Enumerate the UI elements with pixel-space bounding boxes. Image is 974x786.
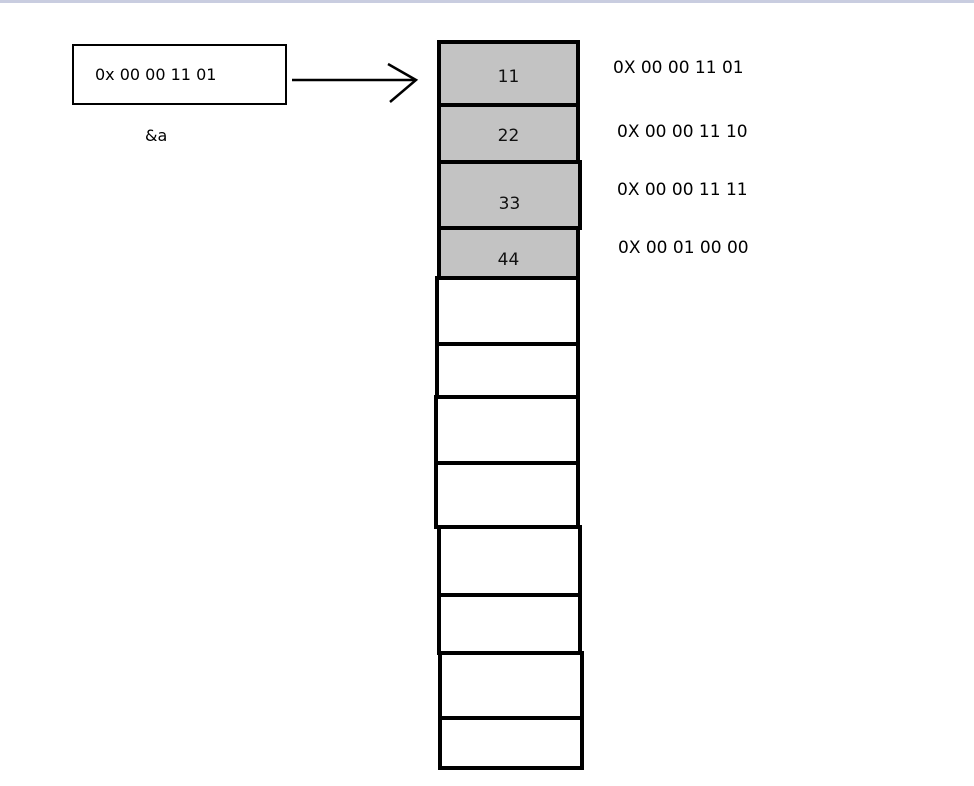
memory-cell-value: 33 [498, 194, 521, 214]
arrow-head [387, 62, 419, 103]
memory-cell-1: 11 [437, 40, 580, 107]
memory-cell-empty [438, 651, 584, 720]
address-label-2: 0X 00 00 11 10 [617, 122, 748, 142]
memory-cell-empty [438, 716, 584, 770]
memory-cell-3: 33 [437, 160, 582, 230]
memory-cell-empty [435, 276, 580, 346]
pointer-value: 0x 00 00 11 01 [95, 65, 217, 84]
address-label-3: 0X 00 00 11 11 [617, 180, 748, 200]
pointer-label: &a [145, 126, 168, 145]
top-divider [0, 0, 974, 3]
memory-cell-2: 22 [437, 103, 580, 164]
memory-cell-value: 44 [497, 250, 520, 270]
pointer-box: 0x 00 00 11 01 [72, 44, 287, 105]
memory-cell-empty [437, 525, 582, 597]
address-label-1: 0X 00 00 11 01 [613, 58, 744, 78]
memory-cell-value: 11 [497, 67, 520, 87]
memory-cell-value: 22 [497, 126, 520, 146]
address-label-4: 0X 00 01 00 00 [618, 238, 749, 258]
pointer-arrow [292, 62, 419, 103]
memory-cell-empty [437, 593, 582, 655]
memory-cell-empty [434, 461, 580, 529]
memory-cell-4: 44 [437, 226, 580, 280]
memory-cell-empty [435, 342, 580, 399]
memory-cell-empty [434, 395, 580, 465]
